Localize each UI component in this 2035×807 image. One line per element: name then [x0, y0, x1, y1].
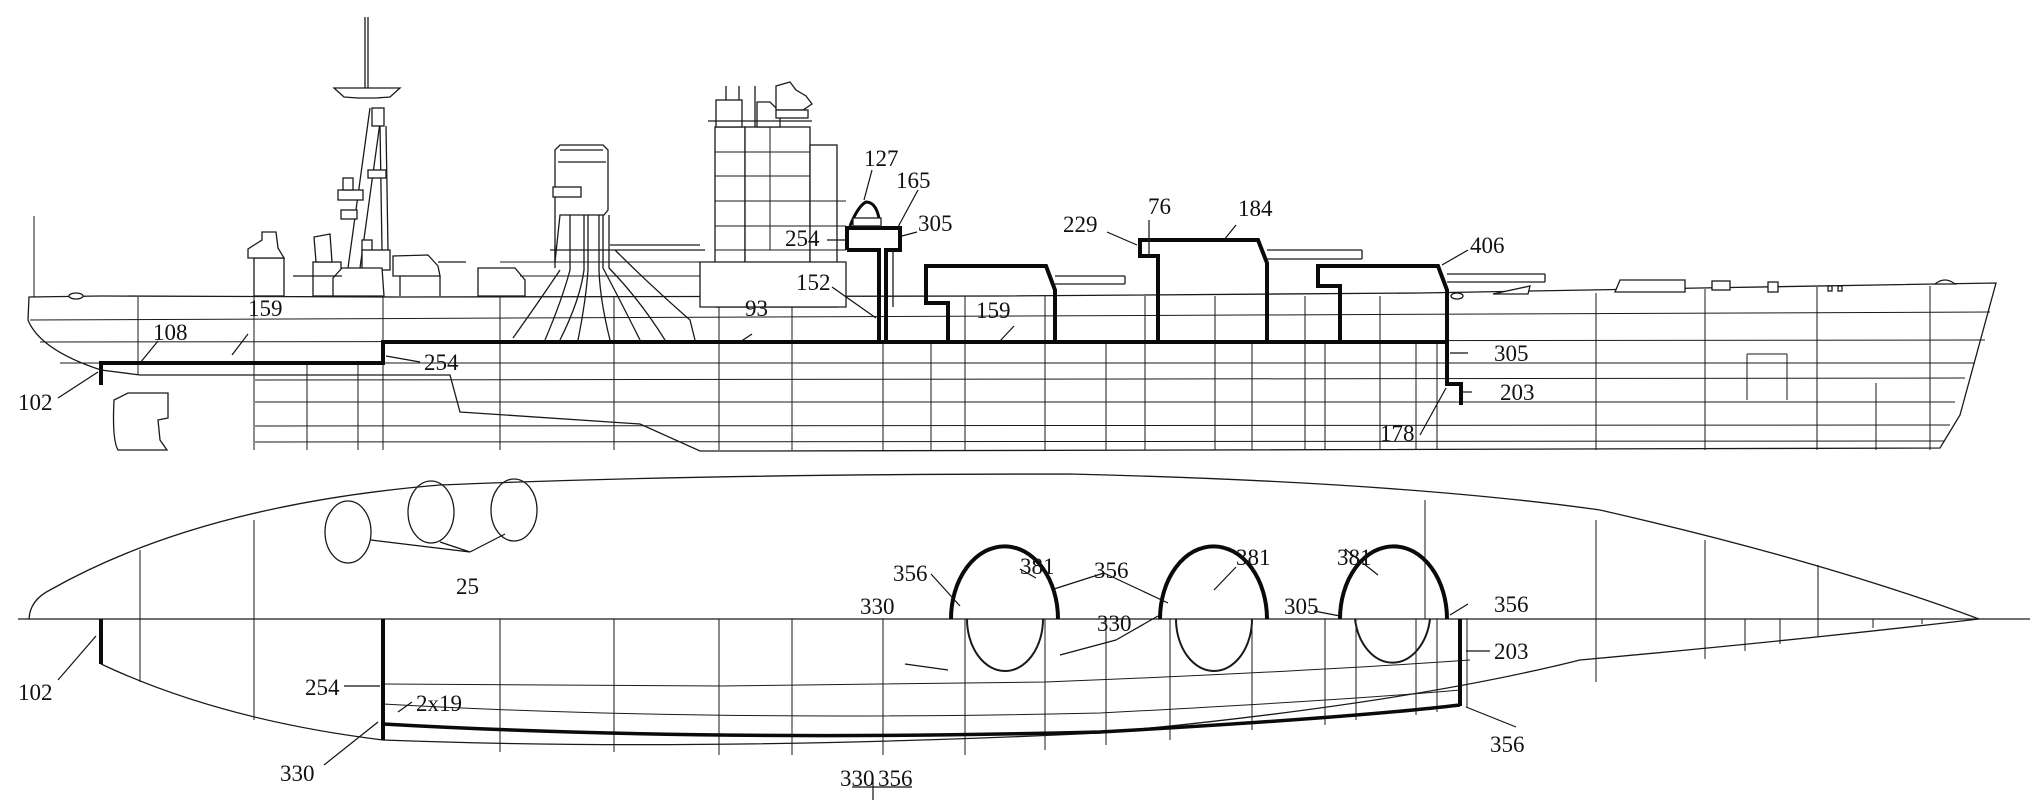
belt-armour — [99, 340, 1463, 405]
plan-frames — [139, 500, 1923, 755]
label-turret3-left: 305 — [1284, 594, 1319, 619]
label-barbette-gap: 76 — [1148, 194, 1171, 219]
forward-superstructure — [500, 81, 847, 308]
label-fwd-bulkhead: 203 — [1494, 639, 1529, 664]
label-barbette-face: 229 — [1063, 212, 1098, 237]
label-belt-step: 178 — [1380, 421, 1415, 446]
label-turret-shared-side: 356 — [1094, 558, 1129, 583]
label-ct-tube: 152 — [796, 270, 831, 295]
profile-labels: 102 108 159 254 93 152 254 127 165 305 1… — [18, 146, 1535, 446]
label-aft-corner: 330 — [280, 761, 315, 786]
side-profile-view — [27, 17, 1997, 452]
label-belt-left: 330 — [840, 766, 875, 791]
funnel — [512, 144, 705, 341]
turret-barbettes-plan — [949, 544, 1449, 672]
label-turret3-right: 356 — [1494, 592, 1529, 617]
hull-outline — [27, 282, 1997, 452]
label-deck-plating: 2x19 — [416, 691, 462, 716]
label-turret3-roof: 381 — [1337, 545, 1372, 570]
plan-view — [18, 473, 2030, 755]
label-turret2-roof: 381 — [1236, 545, 1271, 570]
label-turret-deck: 159 — [976, 298, 1011, 323]
label-turret-roof: 184 — [1238, 196, 1273, 221]
label-turret1-base-left: 330 — [860, 594, 895, 619]
plan-labels: 25 102 254 2x19 330 356 381 356 330 330 … — [18, 545, 1529, 791]
belt-plan — [382, 703, 1461, 738]
plating-line — [382, 689, 1461, 717]
label-aa-mounts: 25 — [456, 574, 479, 599]
label-ct-top: 165 — [896, 168, 931, 193]
label-turret1-left: 356 — [893, 561, 928, 586]
rudder — [112, 392, 169, 451]
label-fwd-corner: 356 — [1490, 732, 1525, 757]
inner-longitudinal — [382, 659, 1471, 687]
label-main-deck: 93 — [745, 296, 768, 321]
leader-lines — [57, 169, 1517, 800]
label-plan-stern-bulkhead: 102 — [18, 680, 53, 705]
aft-superstructure — [247, 17, 526, 297]
forward-turrets — [924, 238, 1546, 341]
label-stern-bulkhead: 102 — [18, 390, 53, 415]
aa-mount-circles — [324, 478, 538, 564]
label-belt-right: 356 — [878, 766, 913, 791]
deck-lines — [29, 311, 1991, 443]
label-aft-deck-step: 159 — [248, 296, 283, 321]
label-stern-deck: 108 — [153, 320, 188, 345]
label-belt-upper: 305 — [1494, 341, 1529, 366]
label-aft-bulkhead: 254 — [424, 350, 459, 375]
label-turret-front: 406 — [1470, 233, 1505, 258]
deck-fittings — [68, 279, 1957, 300]
deck-outline-upper — [28, 473, 1980, 620]
label-belt-lower: 203 — [1500, 380, 1535, 405]
label-plan-aft-bulkhead: 254 — [305, 675, 340, 700]
label-turret-shared-base: 330 — [1097, 611, 1132, 636]
label-ct-face: 305 — [918, 211, 953, 236]
conning-tower — [845, 200, 902, 341]
label-ct-side: 254 — [785, 226, 820, 251]
label-turret1-roof: 381 — [1020, 554, 1055, 579]
frame-lines — [137, 286, 1931, 450]
label-ct-roof: 127 — [864, 146, 899, 171]
